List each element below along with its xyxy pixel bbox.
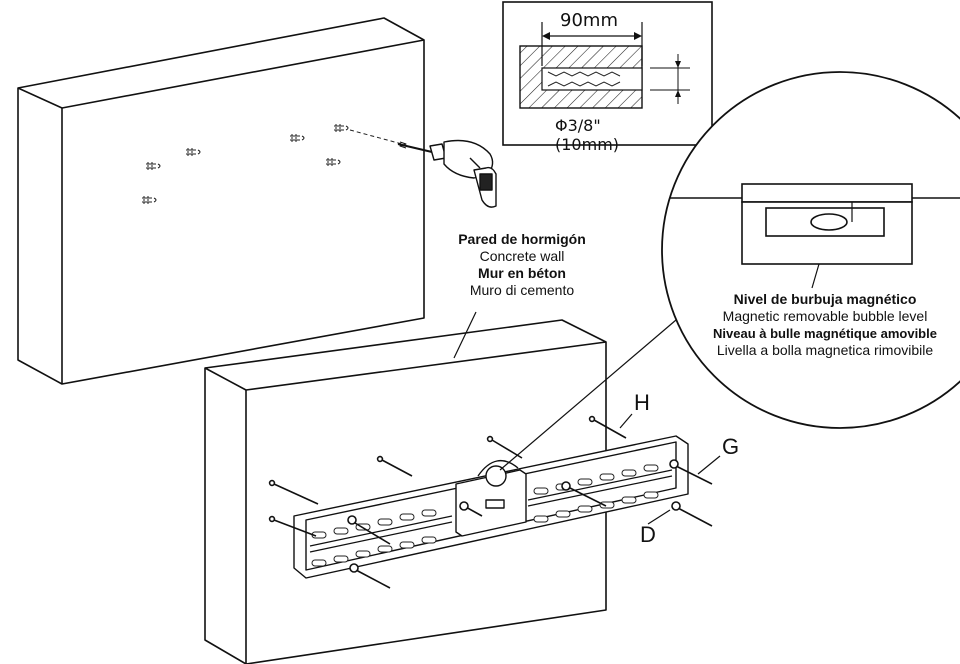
mounting-plate xyxy=(293,435,689,579)
wall-label: Pared de hormigón Concrete wall Mur en b… xyxy=(452,231,592,299)
wall-label-en: Concrete wall xyxy=(479,248,565,264)
drill-icon xyxy=(397,139,497,208)
level-label-fr: Niveau à bulle magnétique amovible xyxy=(713,326,937,341)
level-label-es: Nivel de burbuja magnético xyxy=(733,291,917,307)
part-label-d: D xyxy=(640,522,656,547)
wall-block-drilling xyxy=(17,17,425,385)
bubble-level-detail xyxy=(661,71,960,429)
level-label-en: Magnetic removable bubble level xyxy=(722,308,928,324)
level-label-it: Livella a bolla magnetica rimovibile xyxy=(716,342,934,358)
screws-and-anchors xyxy=(268,415,713,589)
wall-label-es: Pared de hormigón xyxy=(458,231,586,247)
wall-label-it: Muro di cemento xyxy=(469,282,575,298)
drill-depth-label: 90mm xyxy=(560,10,618,31)
part-label-g: G xyxy=(722,434,740,459)
drill-holes xyxy=(142,124,349,204)
drill-depth-detail xyxy=(502,1,713,146)
part-label-h: H xyxy=(634,390,650,415)
plate-slots xyxy=(311,464,659,567)
level-label: Nivel de burbuja magnético Magnetic remo… xyxy=(690,291,960,359)
wall-label-fr: Mur en béton xyxy=(478,265,566,281)
drill-diameter-label: Φ3/8"(10mm) xyxy=(555,116,620,154)
